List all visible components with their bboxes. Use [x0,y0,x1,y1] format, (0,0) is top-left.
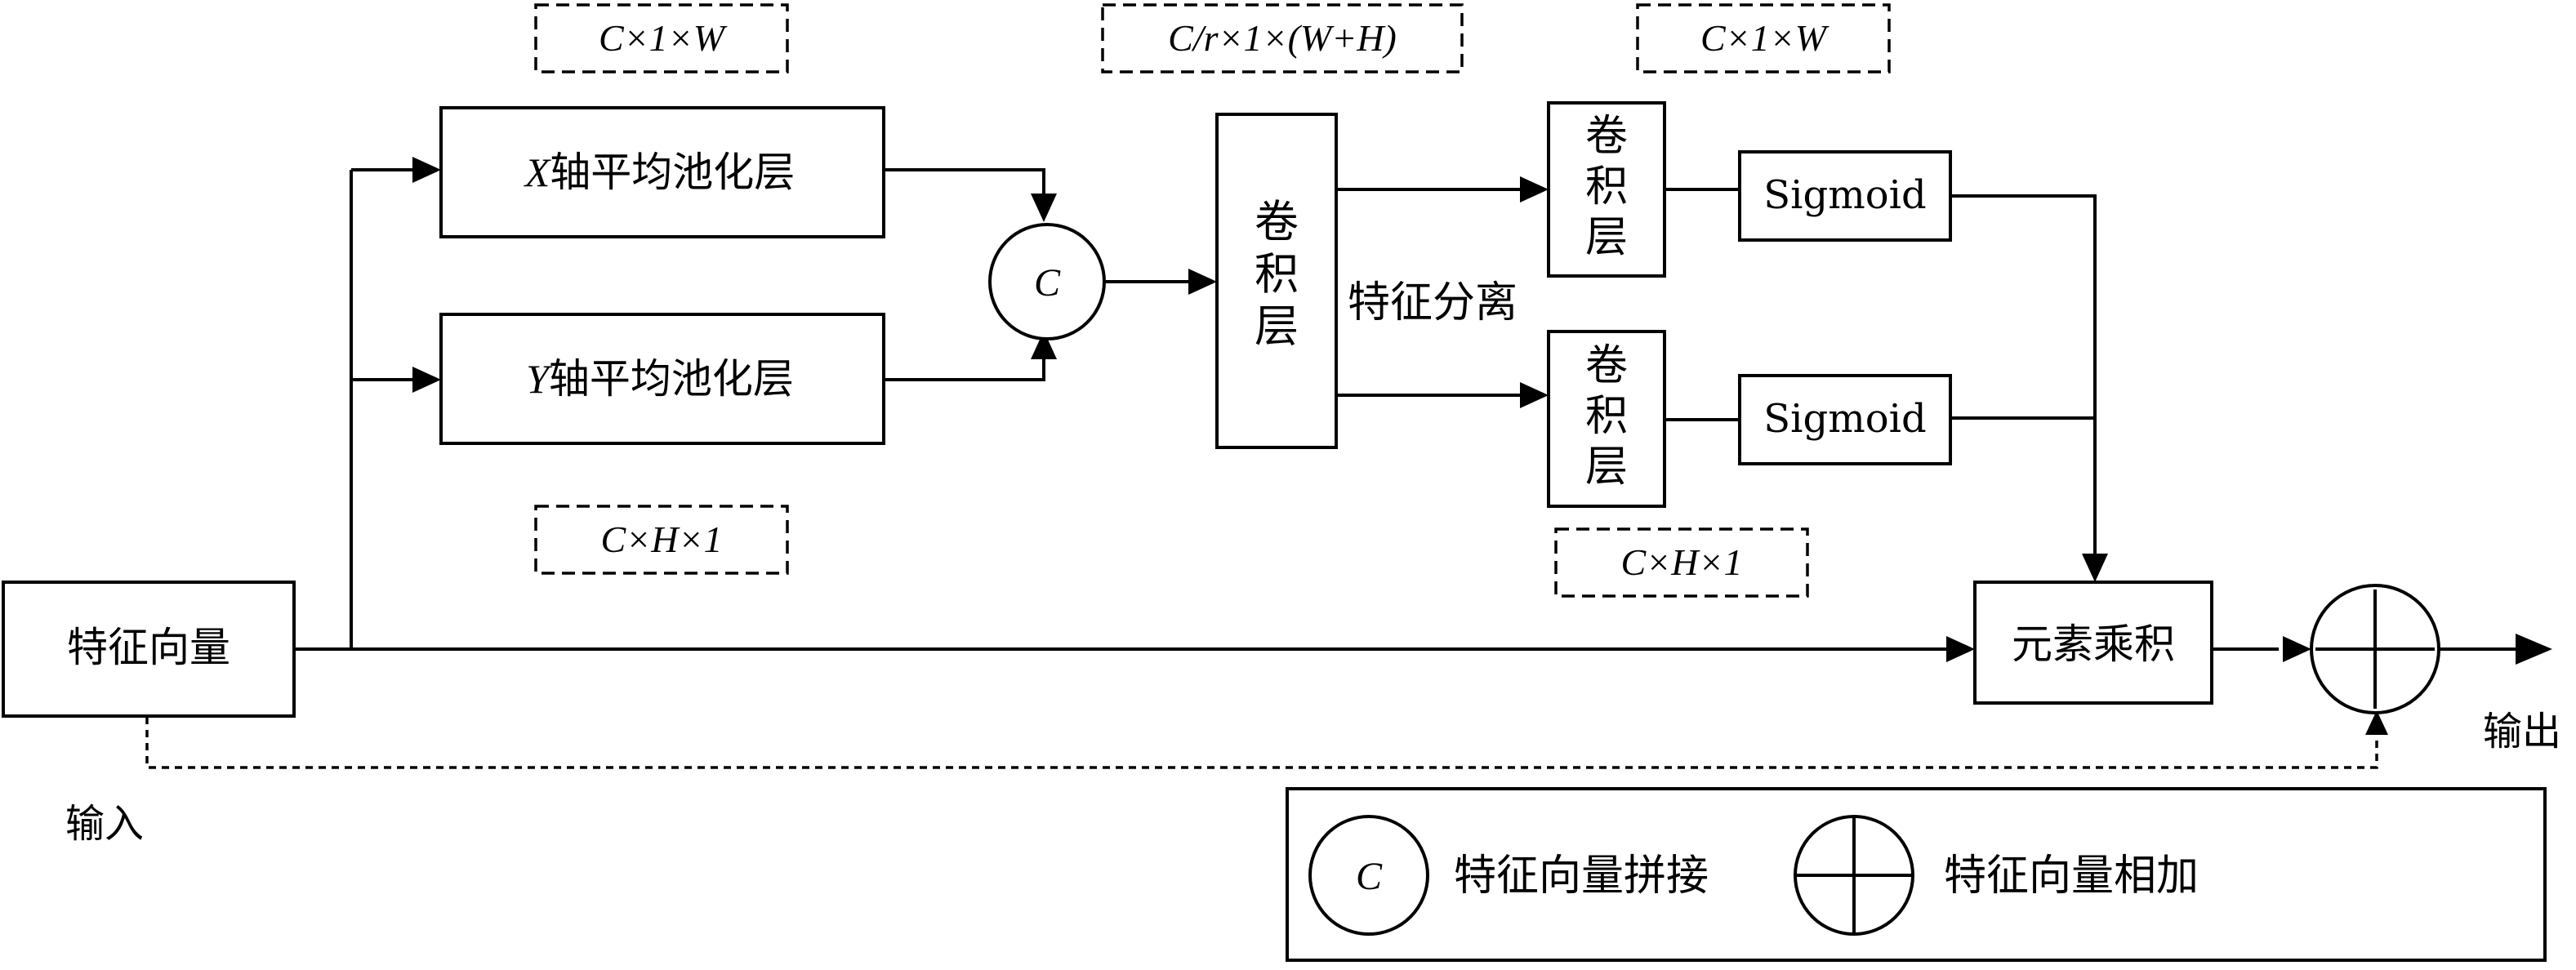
conv-layer-top: 卷 积 层 [1547,101,1666,278]
svg-text:C/r×1×(W+H): C/r×1×(W+H) [1168,17,1397,59]
svg-text:Sigmoid: Sigmoid [1763,396,1926,442]
concat-node: C [988,223,1106,340]
svg-text:层: 层 [1255,300,1299,352]
elementwise-product-box: 元素乘积 [1973,581,2213,705]
svg-text:X轴平均池化层: X轴平均池化层 [524,149,796,196]
legend-concat-icon: C [1308,815,1429,936]
arrowheads [412,157,2552,735]
svg-text:C: C [1356,855,1383,898]
svg-text:卷: 卷 [1585,341,1628,390]
add-node [2310,584,2440,714]
dim-label-bottom: C×H×1 [1554,527,1809,598]
legend-add-icon [1794,815,1914,936]
legend: C 特征向量拼接 特征向量相加 [1286,787,2547,962]
dim-label-conv: C/r×1×(W+H) [1101,3,1464,73]
svg-text:卷: 卷 [1255,196,1299,247]
svg-text:层: 层 [1585,213,1628,262]
split-label: 特征分离 [1348,278,1518,327]
legend-add-text: 特征向量相加 [1944,852,2199,901]
legend-concat-text: 特征向量拼接 [1454,852,1709,901]
connector-lines [145,168,2516,769]
svg-text:积: 积 [1255,248,1299,300]
svg-text:C×1×W: C×1×W [1700,17,1829,59]
svg-text:Y轴平均池化层: Y轴平均池化层 [526,355,794,403]
input-label: 输入 [65,801,144,847]
y-pool-box: Y轴平均池化层 [439,313,885,445]
svg-text:C: C [1034,261,1061,305]
output-label: 输出 [2483,709,2561,754]
svg-text:特征向量: 特征向量 [67,624,230,671]
dim-label-top: C×1×W [1636,3,1891,73]
dim-label-x-pool: C×1×W [534,3,789,73]
svg-text:C×H×1: C×H×1 [1621,541,1743,583]
svg-text:积: 积 [1585,162,1628,211]
input-vector-box: 特征向量 [2,581,296,718]
svg-text:C×1×W: C×1×W [599,17,728,59]
svg-text:积: 积 [1585,392,1628,441]
svg-text:卷: 卷 [1585,112,1628,161]
dim-label-y-pool: C×H×1 [534,505,789,575]
svg-text:层: 层 [1585,443,1628,492]
conv-layer-bottom: 卷 积 层 [1547,330,1666,508]
svg-text:元素乘积: 元素乘积 [2012,621,2175,668]
sigmoid-bottom: Sigmoid [1738,374,1952,465]
x-pool-box: X轴平均池化层 [439,106,885,238]
svg-text:Sigmoid: Sigmoid [1763,172,1926,218]
sigmoid-top: Sigmoid [1738,150,1952,242]
svg-text:C×H×1: C×H×1 [601,518,723,560]
conv-layer-main: 卷 积 层 [1215,113,1338,449]
